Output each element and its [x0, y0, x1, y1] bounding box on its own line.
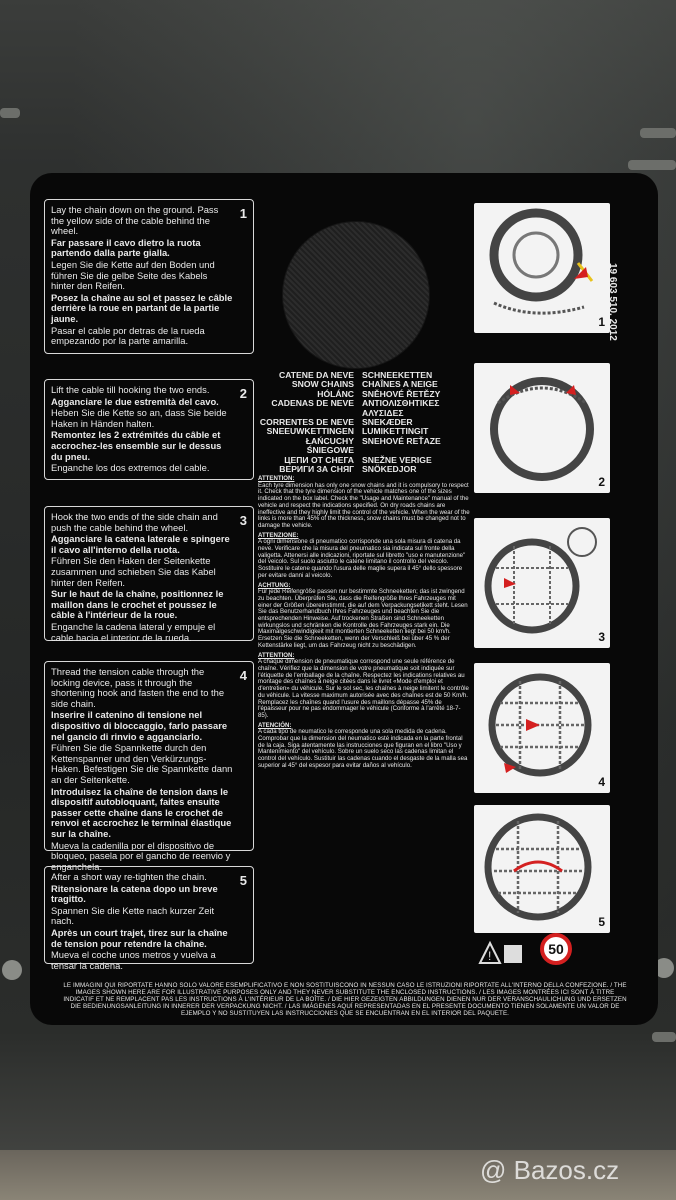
step-paragraph: Sur le haut de la chaîne, positionnez le… [51, 588, 224, 621]
wheel-icon [490, 377, 594, 481]
wheel-icon [488, 673, 592, 777]
step-paragraph: Inserire il catenino di tensione nel dis… [51, 709, 228, 742]
wheel-icon [489, 208, 594, 315]
wheel-icon [484, 813, 592, 921]
step-paragraph: Agganciare la catena laterale e spingere… [51, 533, 230, 555]
case-slot [640, 128, 676, 138]
illustration-2: 2 [474, 363, 610, 493]
step-paragraph: Ritensionare la catena dopo un breve tra… [51, 882, 218, 905]
step-box-2: 2 Lift the cable till hooking the two en… [44, 379, 254, 480]
illustration-1: 1 [474, 203, 610, 333]
step-paragraph: Mueva el coche unos metros y vuelva a te… [51, 949, 216, 971]
case-slot [0, 108, 20, 118]
step-paragraph: Pasar el cable por detras de la rueda em… [51, 324, 205, 347]
step-paragraph: Agganciare le due estremità del cavo. [51, 395, 219, 407]
read-manual-icon: ! [478, 940, 522, 964]
step-box-3: 3 Hook the two ends of the side chain an… [44, 506, 254, 643]
step-paragraph: Enganche los dos extremos del cable. [51, 462, 210, 474]
product-code: 19 603 510. 2012 [607, 263, 618, 341]
warning-text: Each tyre dimension has only one snow ch… [258, 481, 470, 529]
step-paragraph: Enganche la cadena lateral y empuje el c… [51, 620, 216, 643]
step-paragraph: Far passare il cavo dietro la ruota part… [51, 236, 201, 259]
step-paragraph: Führen Sie den Haken der Seitenkette zus… [51, 555, 216, 588]
disclaimer: LE IMMAGINI QUI RIPORTATE HANNO SOLO VAL… [63, 982, 627, 1017]
step-paragraph: After a short way re-tighten the chain. [51, 871, 207, 882]
step-paragraph: Remontez les 2 extrémités du câble et ac… [51, 429, 222, 462]
wheel-icon [484, 527, 597, 634]
step-paragraph: Posez la chaîne au sol et passez le câbl… [51, 291, 233, 324]
step-paragraph: Hook the two ends of the side chain and … [51, 511, 218, 533]
warning-heading: ATTENZIONE: [258, 531, 299, 539]
step-paragraph: Thread the tension cable through the loc… [51, 666, 225, 709]
illustration-4: 4 [474, 663, 610, 793]
step-paragraph: Führen Sie die Spannkette durch den Kett… [51, 742, 233, 785]
warning-text: Für jede Reifengröße passen nur bestimmt… [258, 588, 468, 649]
warnings: ATTENTION:Each tyre dimension has only o… [258, 475, 470, 773]
step-text: After a short way re-tighten the chain.R… [51, 871, 247, 971]
step-paragraph: Après un court trajet, tirez sur la chaî… [51, 926, 228, 949]
watermark: @ Bazos.cz [480, 1155, 620, 1185]
step-number: 1 [239, 206, 247, 221]
svg-text:!: ! [488, 949, 491, 963]
step-box-4: 4 Thread the tension cable through the l… [44, 661, 254, 871]
step-paragraph: Legen Sie die Kette auf den Boden und fü… [51, 258, 215, 292]
step-number: 3 [239, 513, 247, 528]
step-number: 4 [239, 668, 247, 683]
case-bolt [654, 958, 674, 978]
step-text: Lift the cable till hooking the two ends… [51, 384, 247, 474]
floor [0, 1150, 676, 1200]
step-text: Thread the tension cable through the loc… [51, 666, 247, 872]
case-bolt [2, 960, 22, 980]
step-number: 5 [239, 873, 247, 888]
step-box-1: 1 Lay the chain down on the ground. Pass… [44, 199, 254, 354]
step-text: Lay the chain down on the ground. Pass t… [51, 204, 247, 347]
warning-text: A cada tipo de neumatico le corresponde … [258, 728, 468, 769]
warning-heading: ATENCIÓN: [258, 721, 292, 729]
case-slot [652, 1032, 676, 1042]
instruction-label: 1 Lay the chain down on the ground. Pass… [30, 173, 658, 1025]
step-paragraph: Lay the chain down on the ground. Pass t… [51, 204, 219, 237]
illustration-3: 3 [474, 518, 610, 648]
step-paragraph: Spannen Sie die Kette nach kurzer Zeit n… [51, 904, 215, 927]
case-slot [628, 160, 676, 170]
step-text: Hook the two ends of the side chain and … [51, 511, 247, 643]
step-box-5: 5 After a short way re-tighten the chain… [44, 866, 254, 971]
step-paragraph: Lift the cable till hooking the two ends… [51, 384, 210, 395]
step-number: 2 [239, 386, 247, 401]
step-paragraph: Introduisez la chaîne de tension dans le… [51, 785, 232, 839]
speed-limit-icon: 50 [540, 933, 572, 965]
warning-text: A ogni dimensione di pneumatico corrispo… [258, 538, 466, 579]
warning-text: A chaque dimension de pneumatique corres… [258, 658, 469, 719]
velcro-pad [282, 221, 430, 369]
illustration-5: 5 [474, 805, 610, 933]
warning-heading: ACHTUNG: [258, 581, 291, 589]
warning-heading: ATTENTION: [258, 651, 295, 659]
step-paragraph: Heben Sie die Kette so an, dass Sie beid… [51, 407, 227, 429]
warning-heading: ATTENTION: [258, 475, 295, 482]
